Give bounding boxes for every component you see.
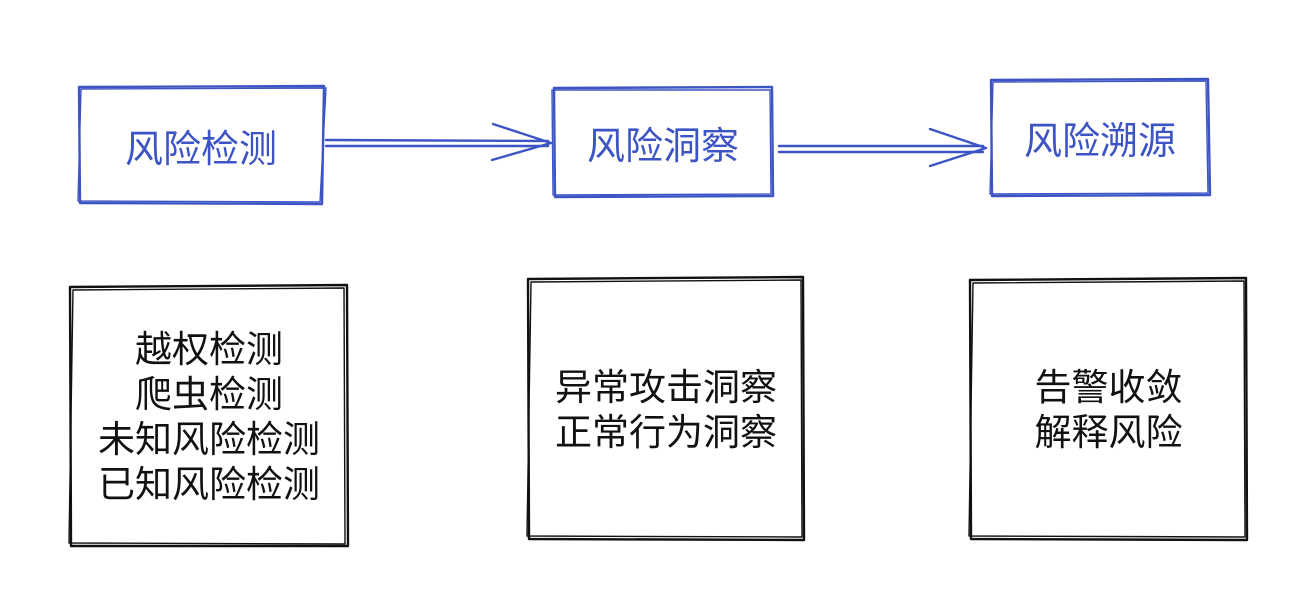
detail-item: 未知风险检测 [98, 417, 320, 461]
stage-box-insight [551, 85, 775, 199]
detail-item: 爬虫检测 [135, 372, 283, 416]
stage-label-trace: 风险溯源 [1023, 119, 1176, 163]
detail-item: 告警收敛 [1034, 366, 1183, 409]
detail-item: 解释风险 [1034, 411, 1183, 454]
detail-box-insight [526, 275, 806, 542]
arrow-detect-to-insight [324, 122, 553, 162]
detail-list-trace: 告警收敛 解释风险 [972, 281, 1245, 539]
stage-box-trace [989, 77, 1212, 198]
detail-list-detect: 越权检测 爬虫检测 未知风险检测 已知风险检测 [72, 288, 346, 545]
detail-list-insight: 异常攻击洞察 正常行为洞察 [530, 280, 802, 539]
arrow-insight-to-trace [777, 127, 988, 168]
stage-box-detect [77, 84, 327, 206]
detail-item: 异常攻击洞察 [555, 365, 777, 409]
detail-box-detect [68, 283, 350, 548]
stage-label-detect: 风险检测 [124, 127, 277, 171]
detail-item: 已知风险检测 [98, 462, 320, 506]
detail-box-trace [968, 276, 1249, 542]
detail-item: 越权检测 [135, 327, 283, 371]
detail-item: 正常行为洞察 [555, 410, 777, 454]
stage-label-insight: 风险洞察 [586, 123, 739, 168]
